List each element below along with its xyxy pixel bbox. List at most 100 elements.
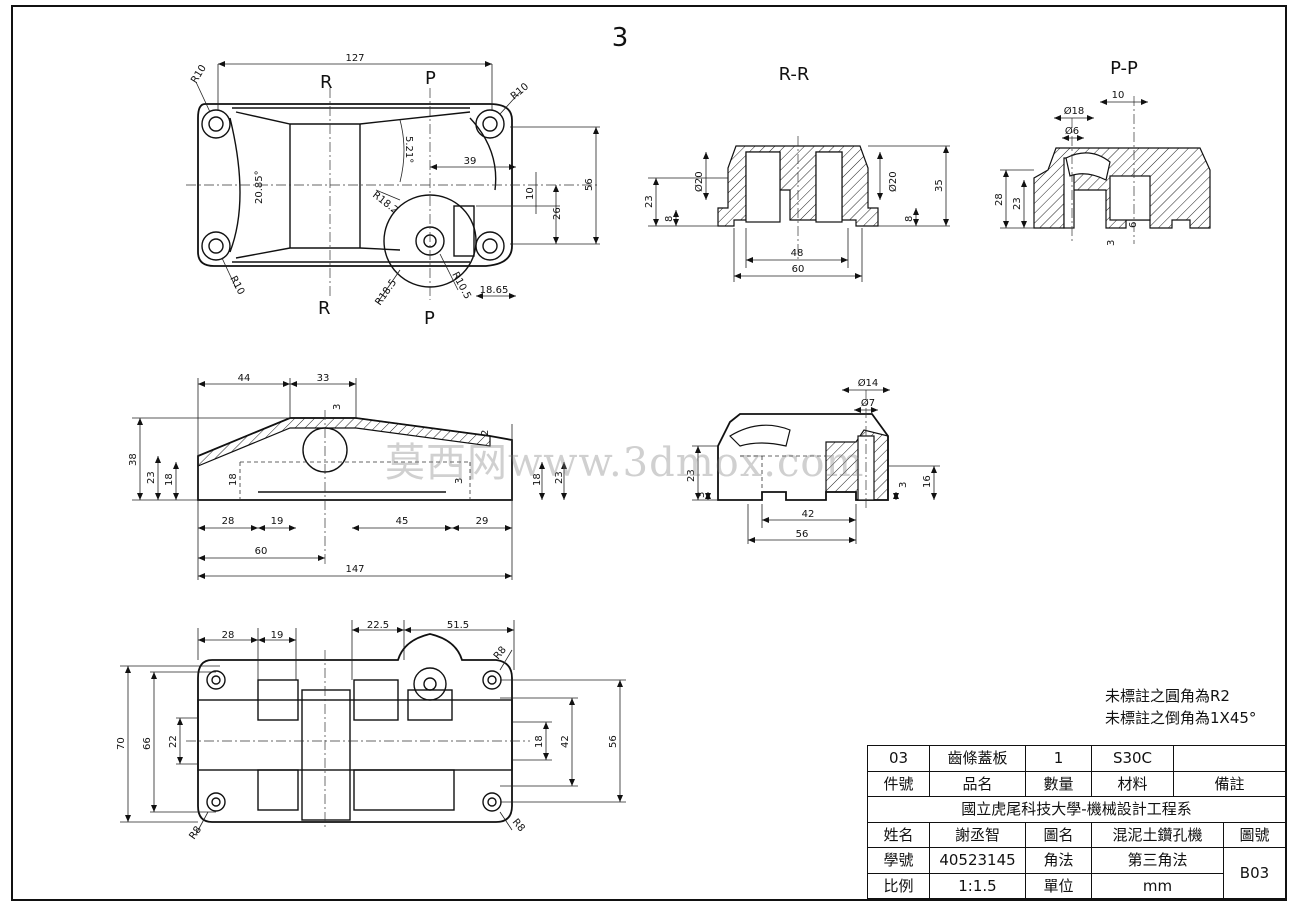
dim-39: 39 [464, 156, 477, 167]
bottom-dim-42: 42 [560, 735, 571, 748]
rr-dim-60: 60 [792, 264, 805, 275]
pp-dim-28: 28 [994, 193, 1005, 206]
pp-dim-6: 6 [1128, 222, 1139, 228]
tb-hdr-scale: 比例 [867, 872, 930, 899]
tb-drawing-title: 混泥土鑽孔機 [1091, 821, 1224, 848]
rr-dim-8-left: 8 [664, 216, 675, 222]
side-dim-dia14: Ø14 [858, 377, 879, 389]
pp-dim-dia18: Ø18 [1064, 105, 1085, 117]
front-dim-44: 44 [238, 373, 251, 384]
tb-hdr-student-id: 學號 [867, 847, 930, 874]
watermark: 莫西网www.3dmox.com [385, 440, 865, 486]
front-dim-18-right: 18 [532, 473, 543, 486]
tb-hdr-drawing-title: 圖名 [1025, 821, 1092, 848]
dim-r10-bl: R10 [227, 274, 246, 297]
bottom-dim-19: 19 [271, 630, 284, 641]
bolt-hole-bl [201, 231, 231, 261]
dim-angle-5-21: 5.21° [403, 136, 414, 163]
tb-part-name: 齒條蓋板 [929, 745, 1026, 772]
pp-dim-10: 10 [1112, 90, 1125, 101]
tb-hdr-part-name: 品名 [929, 770, 1026, 797]
bottom-dim-22: 22 [168, 735, 179, 748]
bottom-dim-22-5: 22.5 [367, 620, 389, 631]
dim-r10-tr: R10 [509, 81, 531, 102]
front-dim-60: 60 [255, 546, 268, 557]
tb-student-id: 40523145 [929, 847, 1026, 874]
rr-dim-23: 23 [644, 195, 655, 208]
bottom-dim-51-5: 51.5 [447, 620, 469, 631]
sheet-number: 3 [612, 23, 629, 53]
note-fillet: 未標註之圓角為R2 [1105, 687, 1230, 705]
bottom-dim-r8-br: R8 [510, 817, 527, 834]
front-dim-23-left: 23 [146, 471, 157, 484]
front-view: 44 33 3 2 38 23 18 18 3 18 23 28 19 45 2… [128, 373, 567, 580]
rr-dim-dia20-right: Ø20 [887, 171, 899, 192]
bolt-hole-tl [201, 109, 231, 139]
tb-hdr-drawing-number: 圖號 [1223, 821, 1286, 848]
section-mark-p-bottom: P [424, 308, 435, 329]
pp-dim-23: 23 [1012, 197, 1023, 210]
tb-hdr-material: 材料 [1091, 770, 1174, 797]
section-rr-title: R-R [779, 64, 810, 85]
tb-hdr-part-number: 件號 [867, 770, 930, 797]
tb-projection: 第三角法 [1091, 847, 1224, 874]
tb-hdr-remark: 備註 [1173, 770, 1286, 797]
pp-dim-dia6: Ø6 [1065, 125, 1079, 137]
dim-r10-5: R10.5 [449, 270, 472, 301]
side-dim-23: 23 [686, 469, 697, 482]
bottom-dim-56: 56 [608, 735, 619, 748]
dim-10: 10 [525, 187, 536, 200]
rr-dim-8-right: 8 [904, 216, 915, 222]
side-dim-16: 16 [922, 475, 933, 488]
bottom-dim-70: 70 [116, 737, 127, 750]
front-dim-45: 45 [396, 516, 409, 527]
section-rr-view: R-R Ø20 Ø20 23 8 8 35 48 60 [644, 64, 950, 282]
bottom-dim-28: 28 [222, 630, 235, 641]
tb-hdr-quantity: 數量 [1025, 770, 1092, 797]
pp-dim-3: 3 [1106, 240, 1117, 246]
dim-angle-20-85: 20.85° [254, 170, 265, 204]
dim-18-65: 18.65 [480, 285, 509, 296]
tb-drawing-number: B03 [1223, 847, 1286, 899]
sheet-border [11, 5, 1287, 901]
note-chamfer: 未標註之倒角為1X45° [1105, 709, 1257, 727]
section-pp-view: P-P 10 Ø18 Ø6 28 23 3 6 [994, 58, 1211, 246]
section-pp-title: P-P [1110, 58, 1138, 79]
tb-part-number: 03 [867, 745, 930, 772]
front-dim-29: 29 [476, 516, 489, 527]
bolt-hole-tr [475, 109, 505, 139]
bottom-dim-18: 18 [534, 735, 545, 748]
rr-dim-dia20-left: Ø20 [693, 171, 705, 192]
front-dim-3-top: 3 [332, 404, 343, 410]
front-dim-33: 33 [317, 373, 330, 384]
side-dim-3-right: 3 [898, 482, 909, 488]
dim-r10-tl: R10 [189, 63, 209, 86]
tb-scale: 1:1.5 [929, 872, 1026, 899]
bolt-hole-br [475, 231, 505, 261]
side-dim-dia7: Ø7 [861, 397, 875, 409]
dim-26: 26 [552, 207, 563, 220]
rr-dim-35: 35 [934, 179, 945, 192]
front-dim-23-right: 23 [554, 471, 565, 484]
tb-name: 謝丞智 [929, 821, 1026, 848]
general-notes: 未標註之圓角為R2 未標註之倒角為1X45° [1105, 685, 1256, 729]
section-mark-r-bottom: R [318, 298, 331, 319]
side-dim-56: 56 [796, 529, 809, 540]
side-dim-42: 42 [802, 509, 815, 520]
side-dim-3-left: 3 [696, 492, 707, 498]
front-dim-19: 19 [271, 516, 284, 527]
rr-dim-48: 48 [791, 248, 804, 259]
front-dim-38: 38 [128, 453, 139, 466]
top-view: 127 R10 R10 R10 20.85° 5.21° 39 10 26 56… [186, 53, 600, 329]
tb-material: S30C [1091, 745, 1174, 772]
front-dim-28: 28 [222, 516, 235, 527]
bottom-view: 28 19 22.5 51.5 R8 70 66 22 18 42 56 R8 … [116, 620, 626, 842]
front-dim-18-inner: 18 [228, 473, 239, 486]
front-dim-18-left: 18 [164, 473, 175, 486]
side-view: Ø14 Ø7 23 3 3 16 42 56 [686, 377, 940, 544]
tb-quantity: 1 [1025, 745, 1092, 772]
tb-unit: mm [1091, 872, 1224, 899]
front-dim-147: 147 [345, 564, 364, 575]
tb-institution: 國立虎尾科技大學-機械設計工程系 [867, 796, 1286, 823]
title-block: 03 齒條蓋板 1 S30C 件號 品名 數量 材料 備註 國立虎尾科技大學-機… [867, 745, 1286, 899]
